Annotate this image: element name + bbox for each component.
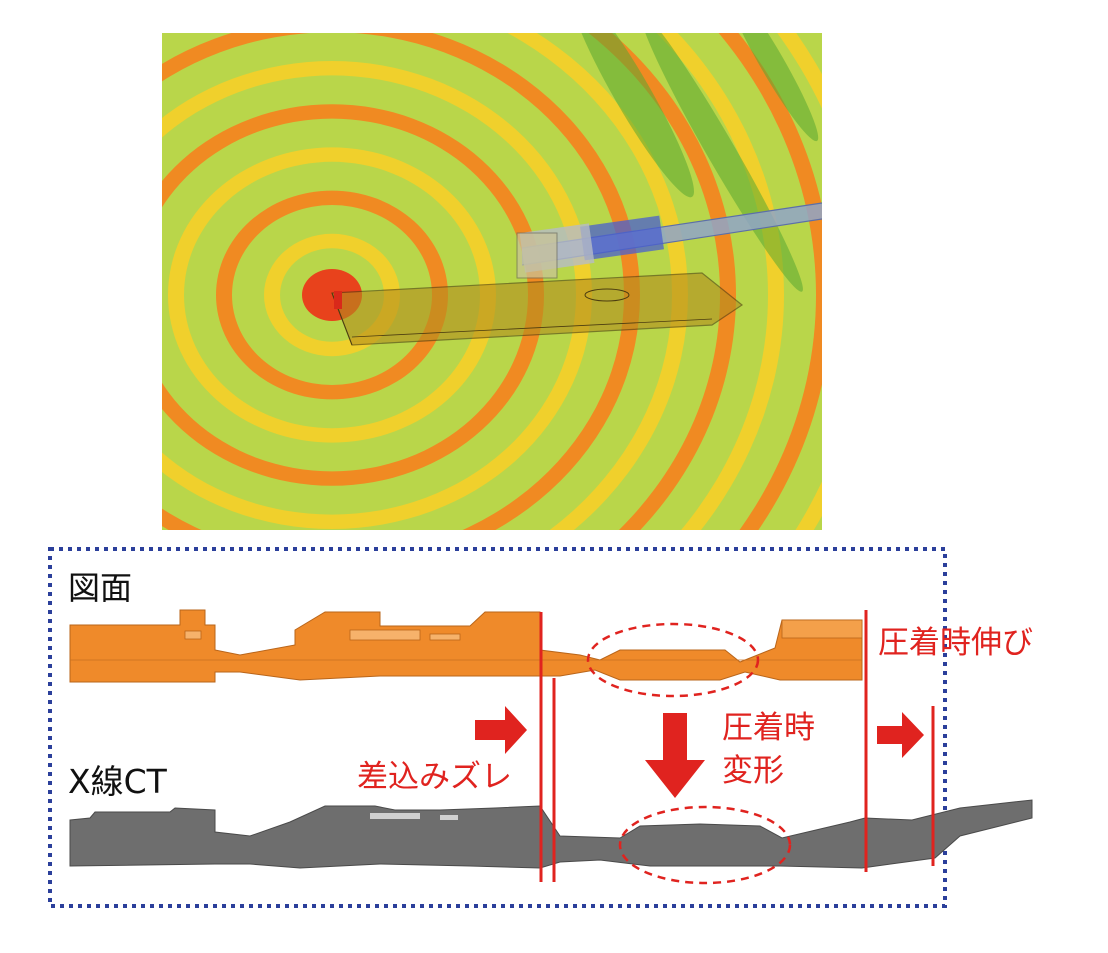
wave-rings — [162, 33, 822, 530]
crimp-deformation-arrow-icon — [645, 713, 705, 798]
dotted-frame — [48, 547, 947, 908]
reference-lines — [539, 610, 935, 882]
drawing-crimp-ellipse — [586, 622, 760, 698]
crimp-deformation-label-line2: 変形 — [722, 753, 784, 789]
crimp-elongation-arrow-icon — [877, 712, 924, 758]
ct-model — [69, 799, 1033, 869]
drawing-row-label: 図面 — [68, 569, 133, 607]
field-stripe — [570, 33, 694, 198]
connector-board-model — [331, 232, 744, 346]
insertion-offset-label: 差込みズレ — [357, 759, 512, 795]
insertion-offset-arrow-icon — [475, 706, 527, 754]
field-stripe — [725, 33, 819, 142]
ct-crimp-ellipse — [618, 805, 792, 885]
crimp-elongation-label: 圧着時伸び — [878, 625, 1033, 661]
field-simulation-image — [162, 33, 822, 530]
xray-ct-row-label: X線CT — [68, 762, 167, 801]
drawing-model — [69, 609, 863, 683]
crimp-deformation-label-line1: 圧着時 — [722, 710, 815, 746]
